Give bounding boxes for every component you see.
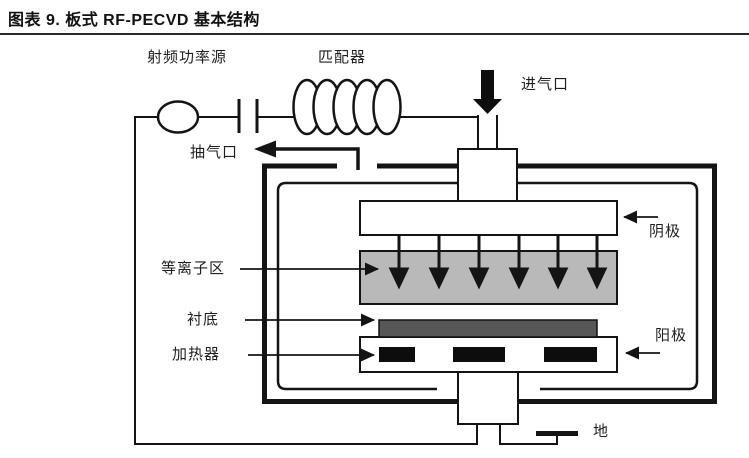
label-heater: 加热器 [172,346,221,363]
label-anode: 阳极 [655,327,688,344]
rf-power-source-icon [156,100,200,134]
exhaust-assembly [254,140,360,170]
heater-bar [453,347,505,362]
title-divider [0,33,749,35]
gas-inlet-assembly [473,70,502,150]
substrate-bar [378,319,598,338]
shower-arrow-icon [547,235,569,290]
label-substrate: 衬底 [187,311,220,328]
shower-arrow-icon [388,235,410,290]
exhaust-arrow-icon [254,140,276,158]
label-pointers [240,210,660,362]
exhaust-duct [272,147,360,170]
label-matcher: 匹配器 [318,49,367,66]
label-ground: 地 [593,423,610,440]
label-cathode: 阴极 [649,223,682,240]
shower-arrow-icon [468,235,490,290]
shower-arrow-icon [586,235,608,290]
gas-inlet-box [457,148,518,203]
heater-bar [379,347,415,362]
label-rf-power-source: 射频功率源 [147,49,228,66]
ground-wire [499,424,558,445]
label-plasma-zone: 等离子区 [161,260,226,277]
gas-inlet-pipe [477,115,498,150]
anode-pedestal [457,371,519,425]
shower-arrows [388,235,608,290]
capacitor-icon [237,99,259,133]
ground-connection [499,424,578,445]
shower-arrow-icon [428,235,450,290]
figure-title: 图表 9. 板式 RF-PECVD 基本结构 [8,12,260,29]
label-exhaust-port: 抽气口 [190,144,239,161]
heater-bar [544,347,597,362]
shower-arrow-icon [508,235,530,290]
matcher-coil-icon [292,78,402,136]
gas-inlet-arrow-icon [473,70,502,114]
label-gas-inlet: 进气口 [521,76,570,93]
cathode-plate [359,200,618,236]
rf-circuit [134,78,478,445]
rf-ground-return-wire [134,116,478,445]
heater-bars [379,347,597,362]
